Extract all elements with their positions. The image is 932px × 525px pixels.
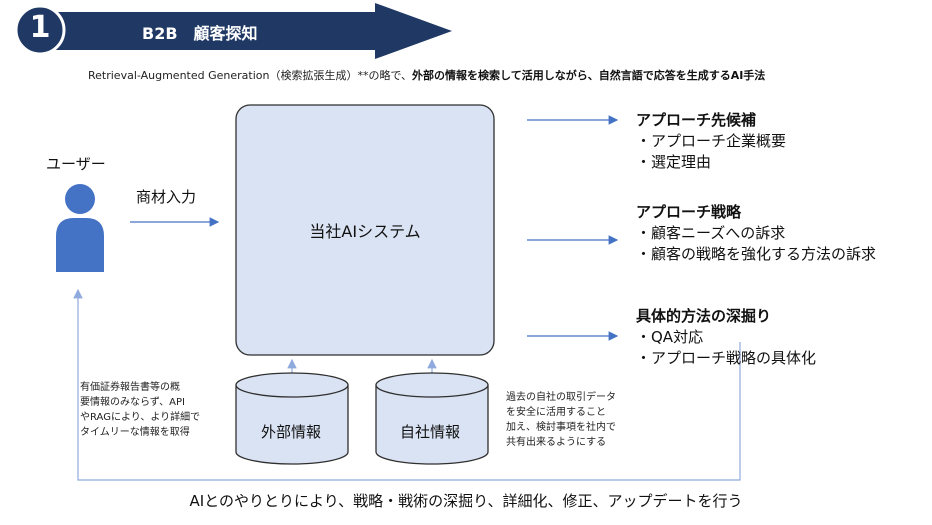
external-info-note: 有価証券報告書等の概 要情報のみならず、API やRAGにより、より詳細で タイ…: [80, 380, 200, 440]
output-item: ・QA対応: [636, 328, 704, 346]
internal-info-label: 自社情報: [399, 423, 460, 441]
step-number: 1: [29, 10, 51, 45]
rag-description: Retrieval-Augmented Generation（検索拡張生成）**…: [88, 67, 765, 83]
output-item: ・アプローチ企業概要: [636, 132, 787, 150]
output-heading: アプローチ先候補: [636, 111, 757, 129]
output-heading: アプローチ戦略: [636, 203, 742, 221]
internal-info-note: 過去の自社の取引データ を安全に活用すること 加え、検討事項を社内で 共有出来る…: [506, 390, 616, 450]
internal-note-line: 共有出来るようにする: [506, 437, 607, 448]
external-note-line: やRAGにより、より詳細で: [80, 412, 201, 423]
output-item: ・顧客ニーズへの訴求: [636, 224, 786, 242]
input-label: 商材入力: [136, 188, 197, 206]
ai-system-label: 当社AIシステム: [309, 222, 421, 241]
footer-caption: AIとのやりとりにより、戦略・戦術の深掘り、詳細化、修正、アップデートを行う: [189, 492, 743, 510]
banner-title: B2B 顧客探知: [142, 24, 258, 43]
output-group-strategy: アプローチ戦略 ・顧客ニーズへの訴求 ・顧客の戦略を強化する方法の訴求: [636, 202, 876, 265]
output-item: ・顧客の戦略を強化する方法の訴求: [636, 245, 877, 263]
internal-note-line: 過去の自社の取引データ: [506, 392, 616, 403]
external-note-line: 有価証券報告書等の概: [80, 382, 180, 393]
ai-system-box: [235, 104, 495, 356]
external-note-line: タイムリーな情報を取得: [80, 427, 190, 438]
output-heading: 具体的方法の深掘り: [636, 307, 772, 325]
external-info-label: 外部情報: [260, 423, 321, 441]
internal-note-line: 加え、検討事項を社内で: [506, 422, 616, 433]
output-group-candidates: アプローチ先候補 ・アプローチ企業概要 ・選定理由: [636, 110, 786, 173]
output-item: ・アプローチ戦略の具体化: [636, 349, 817, 367]
feedback-loop-line: [73, 288, 741, 481]
internal-note-line: を安全に活用すること: [506, 407, 606, 418]
header-banner: [40, 3, 452, 59]
output-group-deep-dive: 具体的方法の深掘り ・QA対応 ・アプローチ戦略の具体化: [636, 306, 816, 369]
internal-info-database: [375, 372, 489, 465]
external-note-line: 要情報のみならず、API: [80, 397, 185, 408]
external-info-database: [235, 372, 349, 465]
output-item: ・選定理由: [636, 153, 712, 171]
rag-description-bold: 外部の情報を検索して活用しながら、自然言語で応答を生成するAI手法: [412, 69, 766, 82]
user-label: ユーザー: [46, 155, 106, 173]
step-badge: [14, 4, 66, 56]
user-icon: [56, 184, 104, 272]
rag-description-plain: Retrieval-Augmented Generation（検索拡張生成）**…: [88, 69, 413, 82]
